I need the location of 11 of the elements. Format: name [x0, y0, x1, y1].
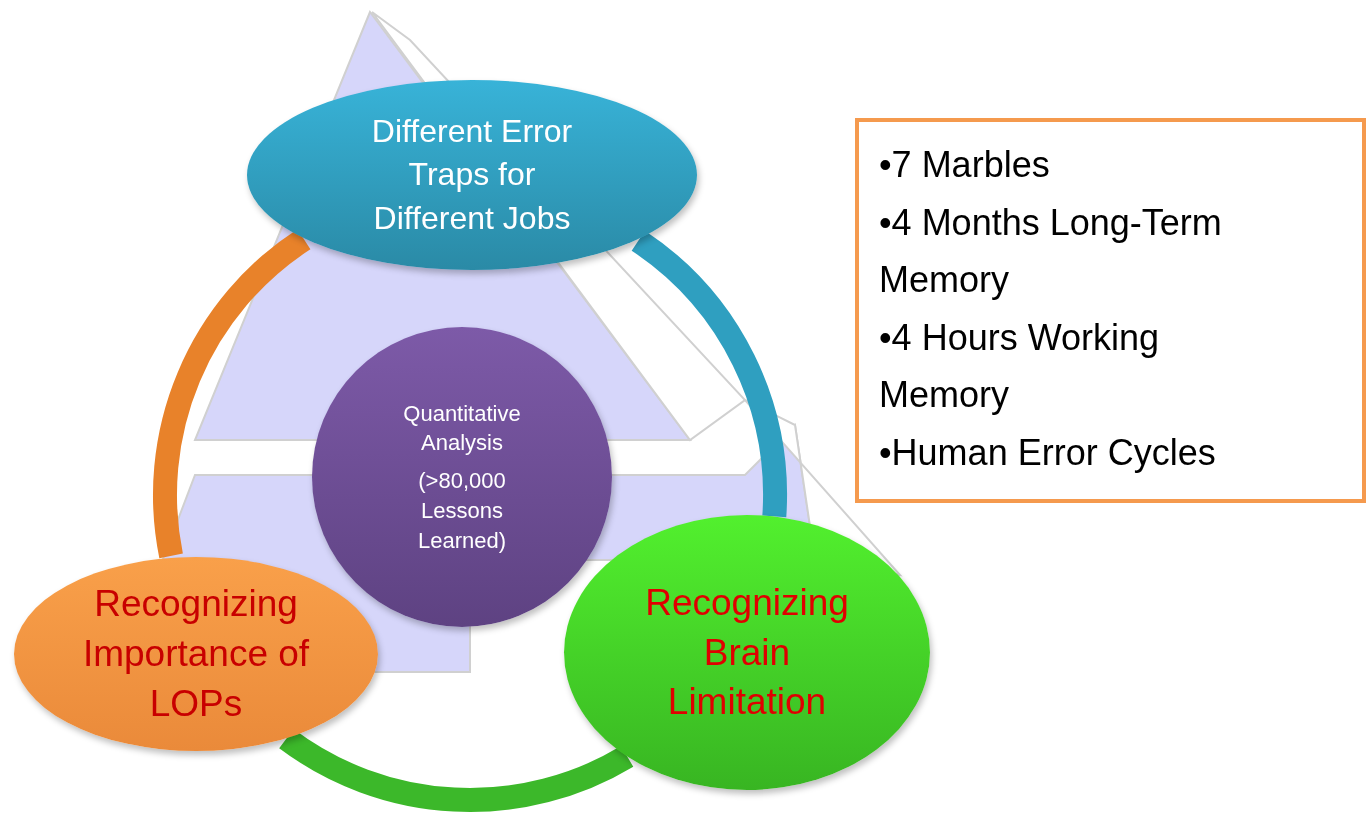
node-label: Quantitative Analysis: [402, 399, 522, 458]
bullet-item: •7 Marbles: [879, 143, 1050, 187]
bullet-item: •4 Hours Working Memory: [879, 315, 1161, 418]
bullet-list-box: [855, 118, 1366, 503]
node-label: Recognizing Importance of LOPs: [81, 582, 311, 726]
ring-arc-connector: [631, 231, 787, 517]
bullet-item: •Human Error Cycles: [879, 430, 1216, 475]
node-label: (>80,000 Lessons Learned): [416, 467, 508, 555]
bullet-item: •4 Months Long-Term Memory: [879, 200, 1223, 303]
node-label: Recognizing Brain Limitation: [644, 580, 850, 725]
node-label: Different Error Traps for Different Jobs: [370, 112, 574, 238]
